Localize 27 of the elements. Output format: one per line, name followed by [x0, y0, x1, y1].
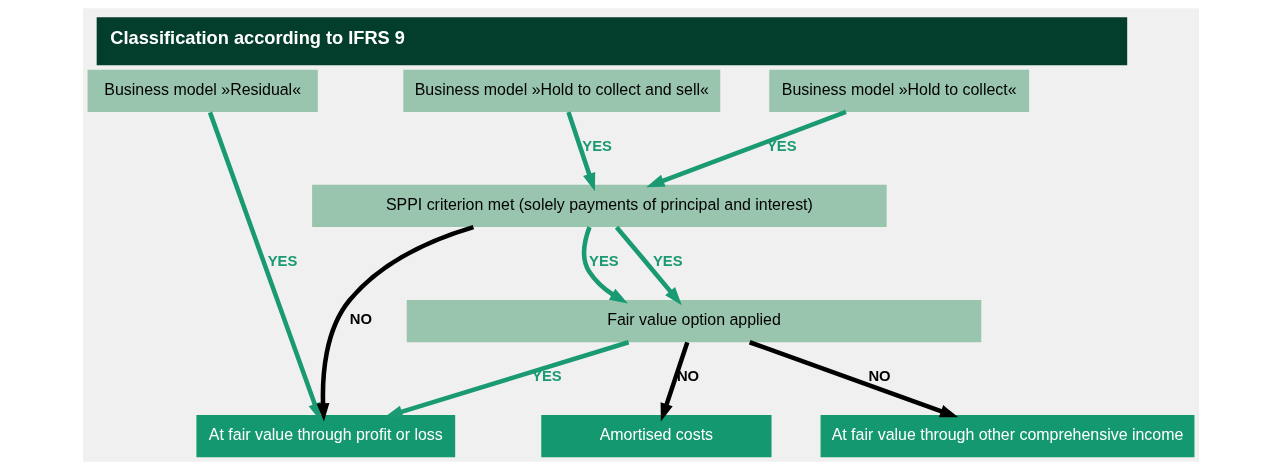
- node-box: Business model »Hold to collect and sell«: [403, 69, 721, 112]
- edge-label: YES: [589, 253, 619, 270]
- arrow: [316, 224, 475, 422]
- arrow: [581, 226, 628, 304]
- node-box: Amortised costs: [541, 415, 772, 458]
- node-box: Fair value option applied: [406, 300, 982, 343]
- node-box: Business model »Hold to collect«: [769, 69, 1030, 112]
- arrow: [660, 341, 690, 422]
- arrow: [748, 340, 959, 418]
- node-box: SPPI criterion met (solely payments of principal and interest): [312, 184, 887, 227]
- edge-label: NO: [676, 368, 700, 385]
- arrow: [207, 111, 321, 422]
- arrow: [614, 225, 682, 306]
- edge-label: YES: [766, 138, 797, 155]
- edge-label: NO: [349, 310, 372, 327]
- edge-label: NO: [868, 368, 891, 385]
- node-box: At fair value through profit or loss: [196, 415, 456, 458]
- arrow: [646, 109, 847, 188]
- edge-label: YES: [267, 253, 298, 270]
- edge-label: YES: [652, 253, 683, 270]
- node-box: Business model »Residual«: [87, 69, 318, 112]
- node-box: At fair value through other comprehensive income: [820, 415, 1195, 458]
- arrow: [566, 111, 596, 192]
- edge-label: YES: [582, 138, 612, 155]
- edge-label: YES: [532, 368, 562, 385]
- arrow: [384, 340, 630, 418]
- diagram-title: Classification according to IFRS 9: [110, 27, 405, 49]
